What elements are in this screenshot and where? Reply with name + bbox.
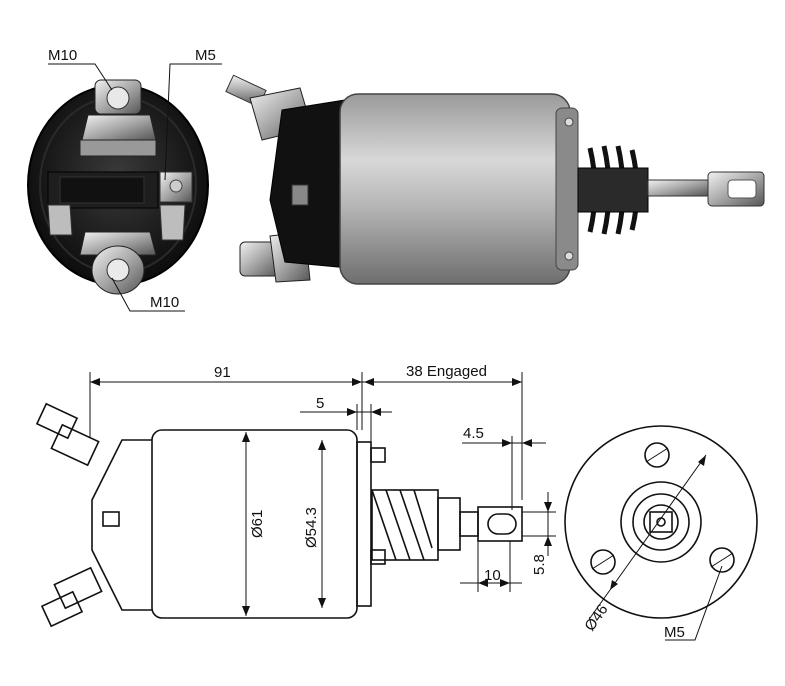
side-view-photo (225, 74, 765, 285)
dim-flange-diameter: Ø46 (581, 601, 611, 634)
side-line-drawing (35, 402, 523, 628)
dim-length: 91 (214, 364, 231, 381)
dim-offset: 5 (316, 395, 324, 412)
end-view-photo (27, 79, 209, 295)
dim-engaged: 38 Engaged (406, 363, 487, 380)
photo-leaders (48, 63, 222, 312)
flange-view-drawing (564, 425, 758, 641)
dim-eye-length: 10 (484, 567, 501, 584)
dim-eye-height: 5.8 (531, 554, 548, 575)
dim-inner-diameter: Ø54.3 (303, 507, 320, 548)
dim-flange-screw: M5 (664, 624, 685, 641)
label-side-m5: M5 (195, 47, 216, 64)
dim-eye-width: 4.5 (463, 425, 484, 442)
label-top-m10: M10 (48, 47, 77, 64)
label-bottom-m10: M10 (150, 294, 179, 311)
side-dimensions (89, 372, 556, 616)
dim-outer-diameter: Ø61 (249, 510, 266, 538)
